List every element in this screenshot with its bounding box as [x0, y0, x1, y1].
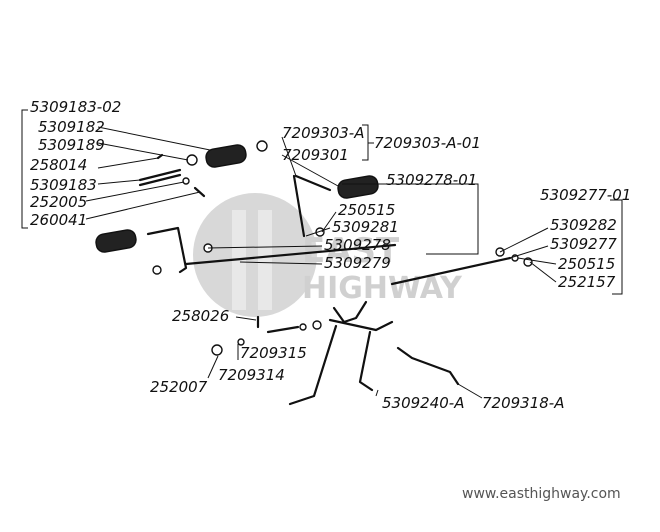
label-7209303-A: 7209303-A [282, 124, 364, 142]
sleeve-edge [138, 173, 182, 187]
grip-left [95, 229, 137, 253]
stand-leg-right [358, 330, 374, 392]
leader-5309183 [97, 179, 141, 185]
label-250515-right: 250515 [558, 255, 615, 273]
footer-url: www.easthighway.com [462, 486, 621, 502]
label-7209318-A: 7209318-A [482, 394, 564, 412]
leader-5309282 [499, 227, 549, 253]
stand-bracket [332, 300, 368, 324]
leader-260041 [85, 191, 201, 220]
spring-7209318 [396, 346, 460, 386]
washer-7209314 [237, 338, 245, 346]
leader-5309279 [239, 261, 323, 265]
washer-250515 [315, 227, 325, 237]
leader-7209318A [457, 383, 483, 399]
pin-258014 [156, 153, 164, 160]
grip-7209301 [337, 175, 379, 199]
label-260041: 260041 [30, 211, 87, 229]
leader-5309189 [97, 142, 189, 161]
rod-5309279 [184, 243, 397, 266]
leader-258026 [235, 316, 257, 321]
washer [256, 140, 268, 152]
label-258026: 258026 [172, 307, 229, 325]
group-bracket-5309277-01 [610, 199, 623, 295]
label-group-5309183-02: 5309183-02 [30, 98, 121, 116]
pin-7209315 [266, 325, 300, 334]
lever-arm [294, 174, 332, 192]
lever-7209303 [292, 174, 306, 238]
leader-5309182 [97, 126, 211, 151]
label-5309282: 5309282 [550, 216, 617, 234]
lever-left [146, 226, 188, 274]
leader-250515a [321, 211, 337, 233]
leader-7209301 [281, 154, 339, 187]
watermark-line2: HIGHWAY [302, 271, 463, 306]
label-5309278: 5309278 [324, 236, 391, 254]
center-stand [211, 300, 460, 406]
washer-5309189 [186, 154, 198, 166]
leader-258014 [97, 157, 159, 169]
leader-7209303A [281, 136, 297, 177]
rod-5309277 [390, 256, 512, 286]
stand-leg-left [288, 324, 338, 406]
watermark-circle [193, 193, 317, 317]
label-258014: 258014 [30, 156, 87, 174]
leader-5309277 [509, 245, 549, 259]
label-5309279: 5309279 [324, 254, 391, 272]
group-bracket-left [21, 109, 28, 229]
leader-252005 [85, 181, 185, 202]
washer-252007 [211, 344, 223, 356]
label-250515-upper: 250515 [338, 201, 395, 219]
leader-lines [21, 109, 623, 399]
watermark-bar [258, 210, 272, 310]
part-labels: 5309183-02 5309182 5309189 258014 530918… [30, 98, 631, 412]
leader-252157 [529, 261, 557, 283]
washer-left [152, 265, 162, 275]
label-252157: 252157 [558, 273, 616, 291]
label-7209301: 7209301 [282, 146, 349, 164]
label-5309240-A: 5309240-A [382, 394, 464, 412]
label-5309189: 5309189 [38, 136, 105, 154]
label-7209314: 7209314 [218, 366, 285, 384]
washer-252005 [182, 177, 190, 185]
leader-5309240A [375, 389, 379, 397]
label-252005: 252005 [30, 193, 87, 211]
label-7209315: 7209315 [240, 344, 307, 362]
label-5309182: 5309182 [38, 118, 105, 136]
sleeve-5309183 [138, 168, 182, 182]
label-252007: 252007 [150, 378, 208, 396]
group-bracket-5309278-01 [342, 183, 479, 255]
leader-5309278 [207, 245, 323, 249]
washer [299, 323, 307, 331]
left-footrest-parts [95, 140, 397, 275]
label-5309277-01: 5309277-01 [540, 186, 631, 204]
washer [312, 320, 322, 330]
grip-5309182 [205, 144, 247, 168]
leader-250515b [517, 257, 557, 265]
label-5309277: 5309277 [550, 235, 617, 253]
leader-5309281 [305, 227, 331, 237]
label-5309183: 5309183 [30, 176, 97, 194]
label-7209303-A-01: 7209303-A-01 [374, 134, 481, 152]
leader-252007 [207, 355, 219, 379]
stand-crossbar [328, 318, 394, 332]
label-5309281: 5309281 [332, 218, 399, 236]
label-5309278-01: 5309278-01 [386, 171, 477, 189]
